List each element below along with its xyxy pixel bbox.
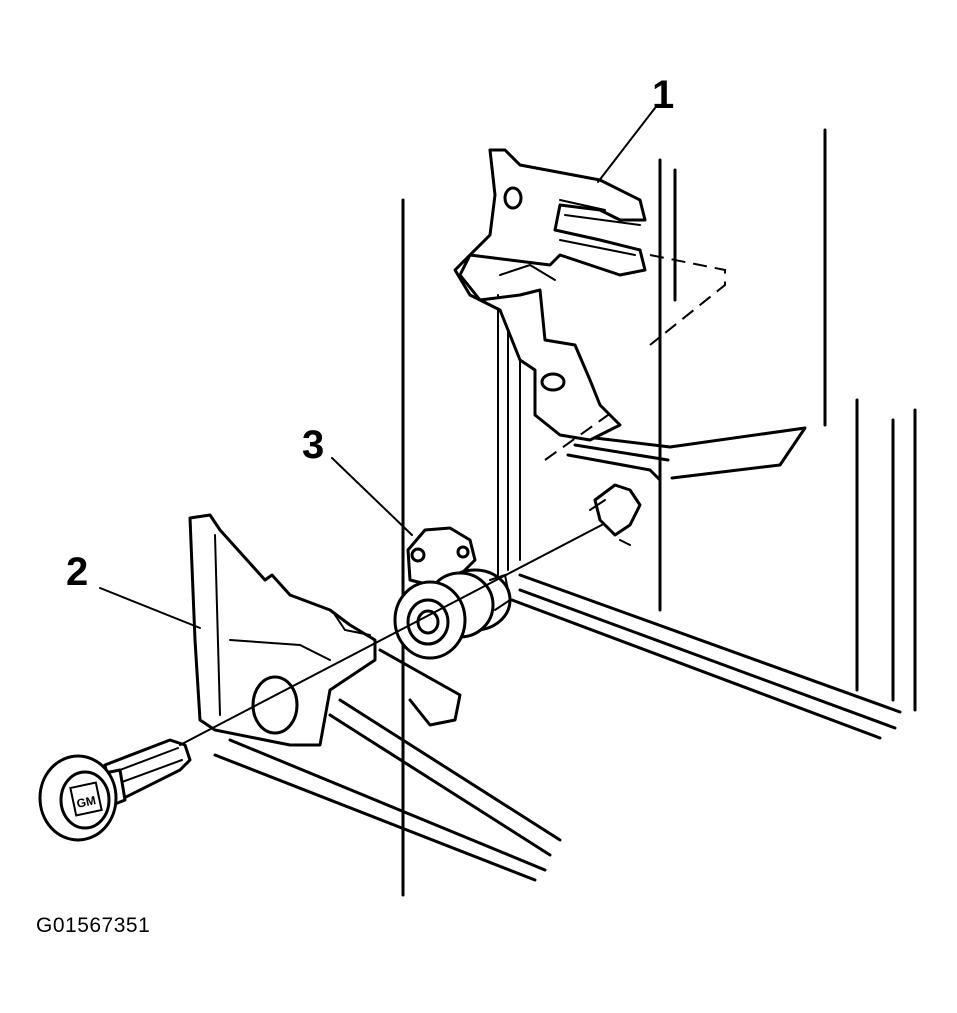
callout-1: 1: [652, 73, 674, 117]
assembly-axis: [179, 504, 641, 746]
rocker-rails: [213, 573, 902, 882]
leader-2: [99, 587, 201, 629]
key: GM: [38, 738, 192, 842]
leader-3: [331, 457, 413, 536]
lock-cylinder: [393, 526, 512, 660]
key-logo-text: GM: [75, 793, 97, 811]
lock-rod-end: [593, 483, 642, 537]
leader-1: [597, 107, 656, 183]
callout-2: 2: [66, 550, 88, 594]
callout-3: 3: [302, 423, 324, 467]
figure-id-label: G01567351: [36, 914, 151, 937]
latch-bracket: [453, 148, 726, 461]
door-outer-panel: [188, 513, 377, 747]
